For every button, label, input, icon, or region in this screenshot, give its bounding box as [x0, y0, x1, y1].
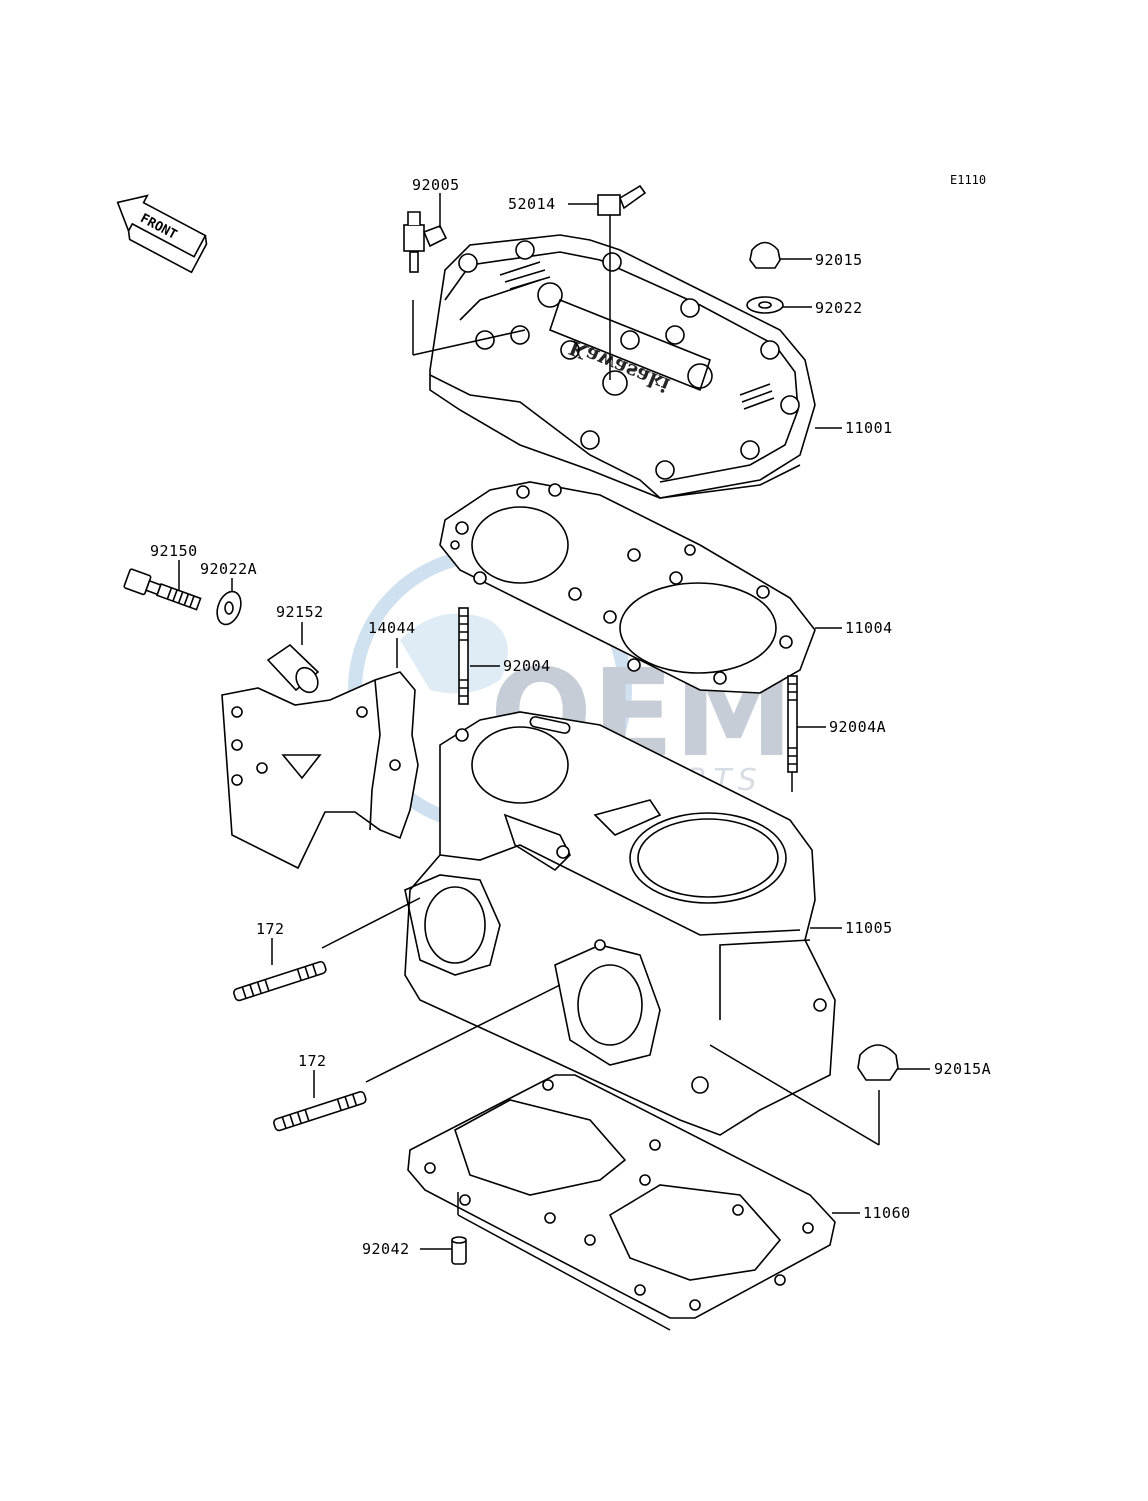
stud-92004: [458, 607, 500, 705]
washer-92022: [746, 296, 812, 314]
front-arrow-icon: FRONT: [116, 194, 208, 274]
label-172-lower: 172: [298, 1052, 327, 1070]
label-52014: 52014: [508, 195, 556, 213]
base-gasket: [407, 1074, 860, 1331]
label-92004A: 92004A: [829, 718, 886, 736]
cap-nut-92015: [749, 241, 812, 269]
washer-92022A: [216, 578, 242, 626]
cylinder-head: Kawasaki: [429, 234, 816, 499]
stud-172-upper: [233, 960, 327, 1002]
label-92152: 92152: [276, 603, 324, 621]
elbow-52014: [568, 184, 647, 380]
stud-172-lower: [273, 1090, 367, 1132]
leader-172-lower-to-block: [365, 984, 561, 1083]
label-92150: 92150: [150, 542, 198, 560]
leader-172-upper-to-block: [321, 897, 421, 949]
label-11001: 11001: [845, 419, 893, 437]
label-92042: 92042: [362, 1240, 410, 1258]
label-92022: 92022: [815, 299, 863, 317]
dowel-92042: [420, 1236, 467, 1265]
label-92005: 92005: [412, 176, 460, 194]
label-11004: 11004: [845, 619, 893, 637]
cylinder-block: [404, 711, 842, 1136]
label-92015A: 92015A: [934, 1060, 991, 1078]
label-92015: 92015: [815, 251, 863, 269]
label-11005: 11005: [845, 919, 893, 937]
label-14044: 14044: [368, 619, 416, 637]
label-92022A: 92022A: [200, 560, 257, 578]
stud-92004A: [787, 675, 826, 792]
fitting-92005: [403, 193, 526, 356]
label-172-upper: 172: [256, 920, 285, 938]
head-gasket: [439, 481, 842, 694]
cap-nut-92015A: [709, 1044, 930, 1146]
bolt-92150: [123, 568, 202, 611]
diagram-code: E1110: [950, 173, 986, 187]
bracket-14044: [221, 638, 419, 870]
collar-92152: [266, 622, 320, 694]
label-92004: 92004: [503, 657, 551, 675]
label-11060: 11060: [863, 1204, 911, 1222]
